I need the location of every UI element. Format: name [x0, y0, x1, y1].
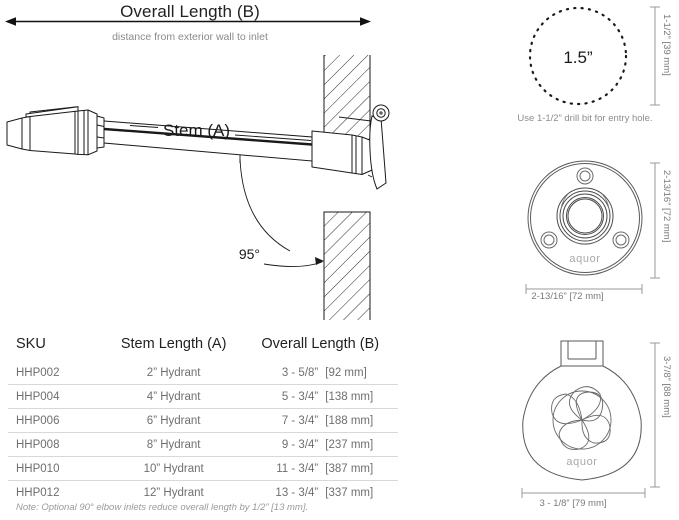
table-row: HHP006 6” Hydrant 7 - 3/4” [188 mm] [8, 408, 398, 433]
cell-stem-length: 10” Hydrant [104, 456, 243, 481]
hinged-cover-cap [338, 104, 390, 190]
flange-outer-circle [527, 160, 643, 276]
cap-vertical-dimension-label: 3-7/8” [88 mm] [661, 356, 672, 418]
table-header-row: SKU Stem Length (A) Overall Length (B) [8, 336, 398, 361]
table-row: HHP012 12” Hydrant 13 - 3/4” [337 mm] [8, 480, 398, 504]
drill-hole-vertical-dimension-line [650, 6, 660, 106]
cap-brand-label: aquor [566, 456, 597, 468]
overall-millimeters: [237 mm] [325, 438, 374, 451]
cell-stem-length: 6” Hydrant [104, 408, 243, 433]
overall-fraction: 13 - 3/4” [275, 486, 319, 499]
flange-horizontal-dimension-line [525, 284, 643, 294]
overall-millimeters: [387 mm] [325, 462, 374, 475]
hydrant-assembly-drawing: Stem (A) 95° [6, 55, 390, 320]
table-row: HHP004 4” Hydrant 5 - 3/4” [138 mm] [8, 384, 398, 409]
drill-hole-caption: Use 1-1/2” drill bit for entry hole. [517, 113, 653, 124]
overall-millimeters: [92 mm] [325, 366, 367, 379]
cell-overall-length: 7 - 3/4” [188 mm] [242, 408, 398, 433]
flange-port-notches [560, 193, 610, 245]
angle-annotation [239, 155, 324, 267]
cell-sku: HHP012 [8, 480, 105, 504]
specification-table: SKU Stem Length (A) Overall Length (B) H… [8, 336, 398, 504]
cell-sku: HHP006 [8, 408, 105, 433]
table-row: HHP008 8” Hydrant 9 - 3/4” [237 mm] [8, 432, 398, 457]
overall-millimeters: [188 mm] [325, 414, 374, 427]
overall-fraction: 3 - 5/8” [281, 366, 319, 379]
aquor-swirl-logo [551, 386, 612, 450]
cell-overall-length: 11 - 3/4” [387 mm] [242, 456, 398, 481]
cap-vertical-dimension-line [650, 342, 660, 488]
overall-fraction: 5 - 3/4” [281, 390, 319, 403]
flange-vertical-dimension-label: 2-13/16” [72 mm] [661, 170, 672, 243]
overall-length-dimension-arrow [5, 17, 371, 26]
cell-overall-length: 9 - 3/4” [237 mm] [242, 432, 398, 457]
cell-stem-length: 12” Hydrant [104, 480, 243, 504]
column-header-overall-length: Overall Length (B) [261, 336, 380, 352]
drill-hole-size-label: 1.5” [563, 48, 593, 67]
cell-overall-length: 13 - 3/4” [337 mm] [242, 480, 398, 504]
table-body: HHP002 2” Hydrant 3 - 5/8” [92 mm] HHP004… [8, 361, 398, 504]
drill-hole-diagram: 1.5” [528, 6, 628, 106]
cap-hinge-tab [560, 340, 604, 366]
cell-stem-length: 8” Hydrant [104, 432, 243, 457]
table-row: HHP002 2” Hydrant 3 - 5/8” [92 mm] [8, 361, 398, 385]
flange-vertical-dimension-line [650, 162, 660, 279]
overall-fraction: 11 - 3/4” [276, 462, 319, 475]
table-footnote: Note: Optional 90° elbow inlets reduce o… [16, 502, 309, 513]
flange-horizontal-dimension-label: 2-13/16” [72 mm] [531, 291, 604, 302]
cell-sku: HHP008 [8, 432, 105, 457]
cell-overall-length: 5 - 3/4” [138 mm] [242, 384, 398, 409]
flange-center-port [556, 187, 614, 245]
overall-length-title: Overall Length (B) [120, 2, 260, 21]
cap-horizontal-dimension-label: 3 - 1/8” [79 mm] [539, 498, 607, 509]
overall-millimeters: [138 mm] [325, 390, 374, 403]
cell-sku: HHP004 [8, 384, 105, 409]
inlet-fitting [6, 106, 105, 156]
drill-hole-vertical-dimension-label: 1-1/2” [39 mm] [661, 14, 672, 76]
drill-hole-circle [528, 6, 628, 106]
angle-label: 95° [239, 246, 260, 262]
cell-stem-length: 2” Hydrant [146, 366, 201, 379]
column-header-sku: SKU [16, 336, 46, 352]
table-row: HHP010 10” Hydrant 11 - 3/4” [387 mm] [8, 456, 398, 481]
cell-overall-length: 3 - 5/8” [92 mm] [243, 361, 399, 385]
flange-screw-holes [540, 167, 630, 249]
flange-brand-label: aquor [569, 253, 600, 265]
cell-sku: HHP002 [16, 366, 60, 379]
overall-fraction: 7 - 3/4” [281, 414, 319, 427]
flange-outer-circle-inner [530, 163, 640, 273]
cap-body [522, 365, 642, 481]
cover-cap-diagram: aquor [522, 340, 642, 481]
column-header-stem-length: Stem Length (A) [120, 336, 227, 352]
overall-millimeters: [337 mm] [325, 486, 374, 499]
stem-label: Stem (A) [163, 121, 230, 140]
cap-horizontal-dimension-line [521, 488, 646, 498]
wall-section [323, 55, 371, 320]
cell-stem-length: 4” Hydrant [104, 384, 243, 409]
stem-label-leader [129, 125, 312, 141]
flange-face-diagram: aquor [527, 160, 643, 276]
wall-flange-body [311, 130, 373, 175]
overall-length-subtitle: distance from exterior wall to inlet [112, 31, 268, 43]
overall-fraction: 9 - 3/4” [281, 438, 319, 451]
cell-sku: HHP010 [8, 456, 105, 481]
